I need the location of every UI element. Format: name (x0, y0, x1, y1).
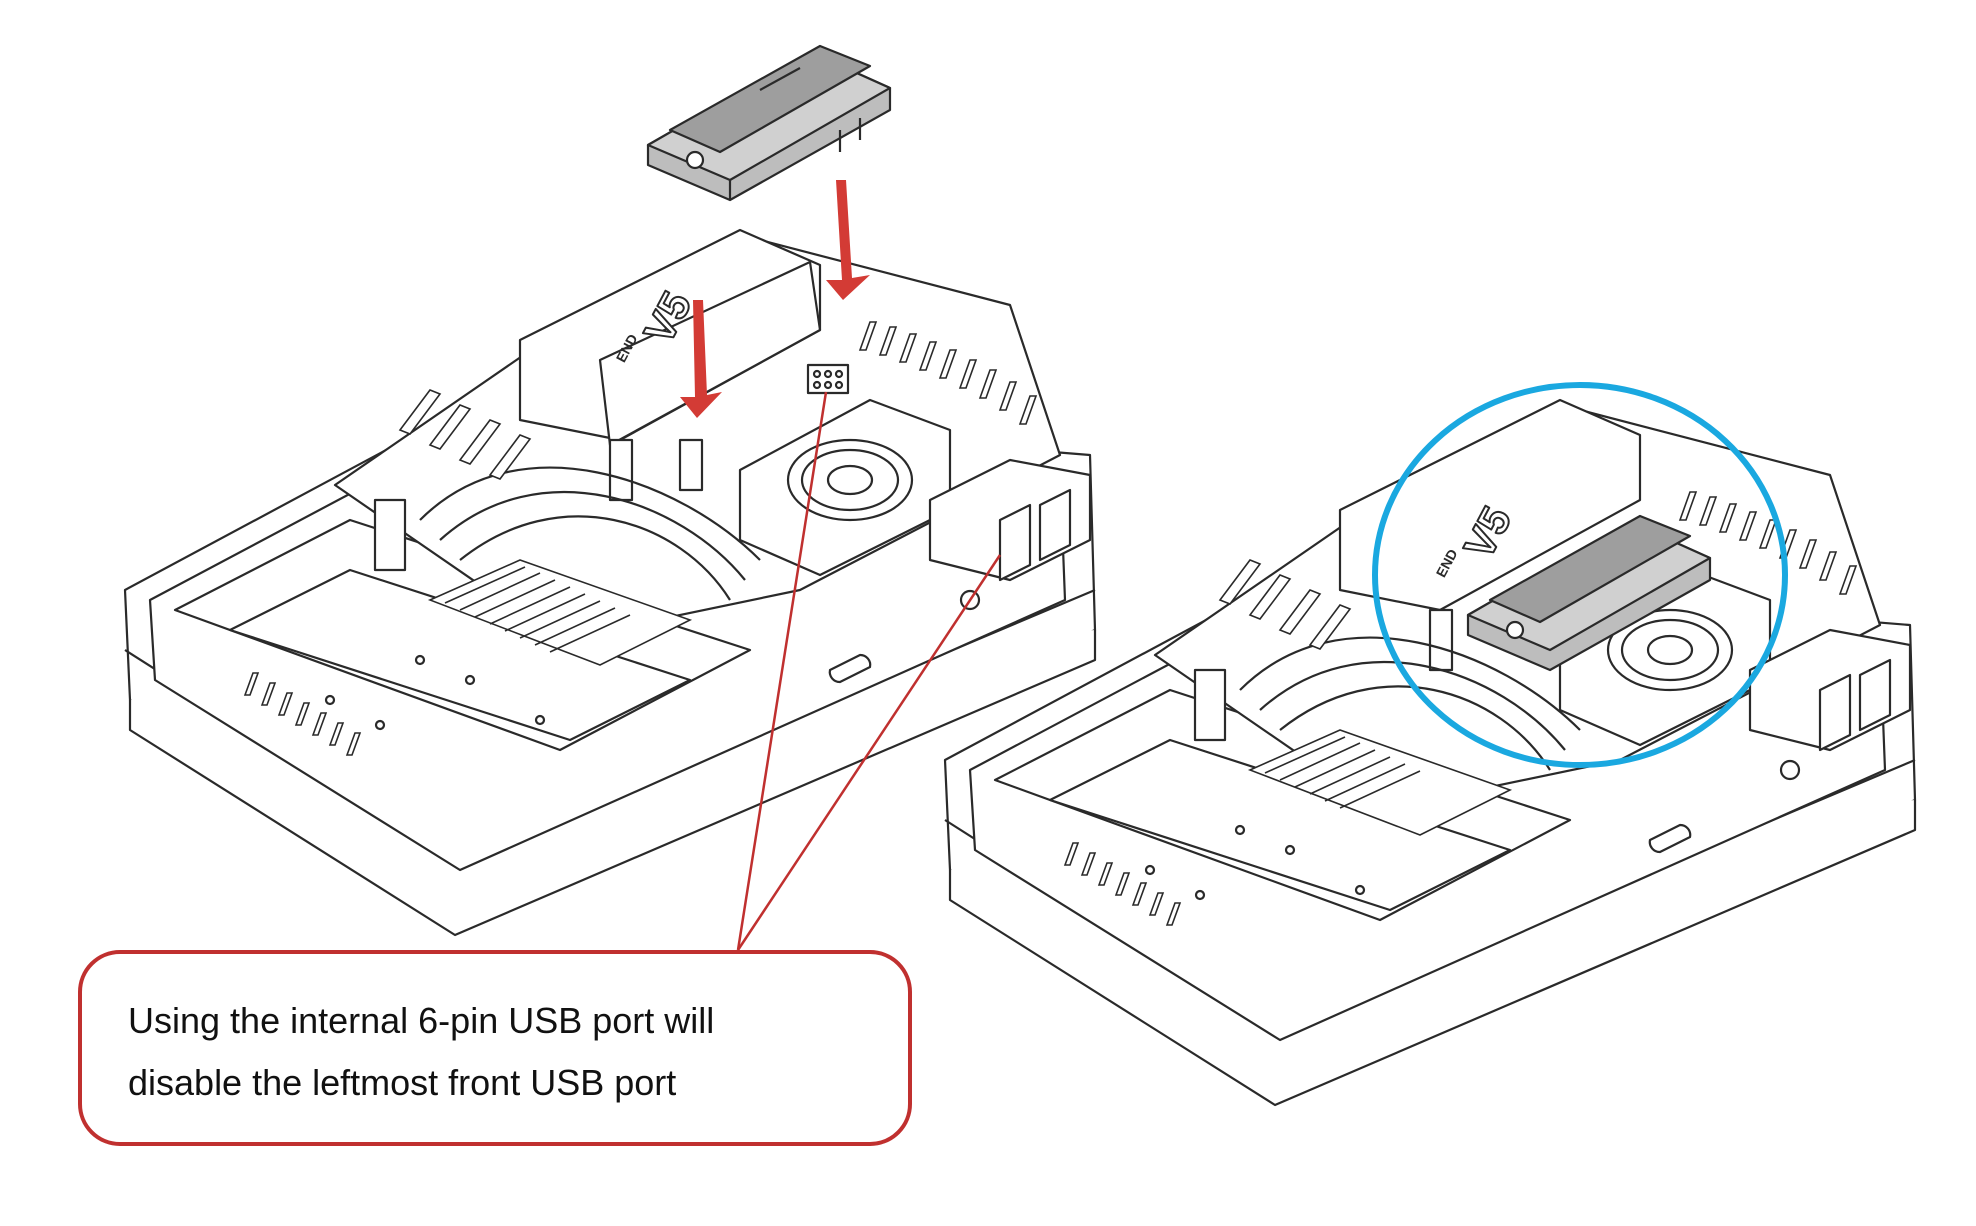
callout-line-1: Using the internal 6-pin USB port will (128, 1000, 715, 1041)
radio-module-floating (646, 44, 892, 202)
brain-right-fins (1063, 491, 1858, 926)
callout-line-2: disable the leftmost front USB port (128, 1062, 677, 1103)
callout-leader-lines (736, 391, 1002, 951)
callout-text: Using the internal 6-pin USB port will d… (128, 990, 888, 1114)
brain-left: V5 END (123, 228, 1097, 937)
down-arrow-icon (680, 180, 870, 418)
radio-module-installed (1466, 514, 1712, 672)
brain-left-fins (243, 321, 1038, 756)
callout-box (78, 950, 912, 1146)
highlight-circle (1372, 382, 1788, 768)
brain-left-pin-strip (427, 559, 693, 666)
brain-right-pin-strip (1247, 729, 1513, 836)
